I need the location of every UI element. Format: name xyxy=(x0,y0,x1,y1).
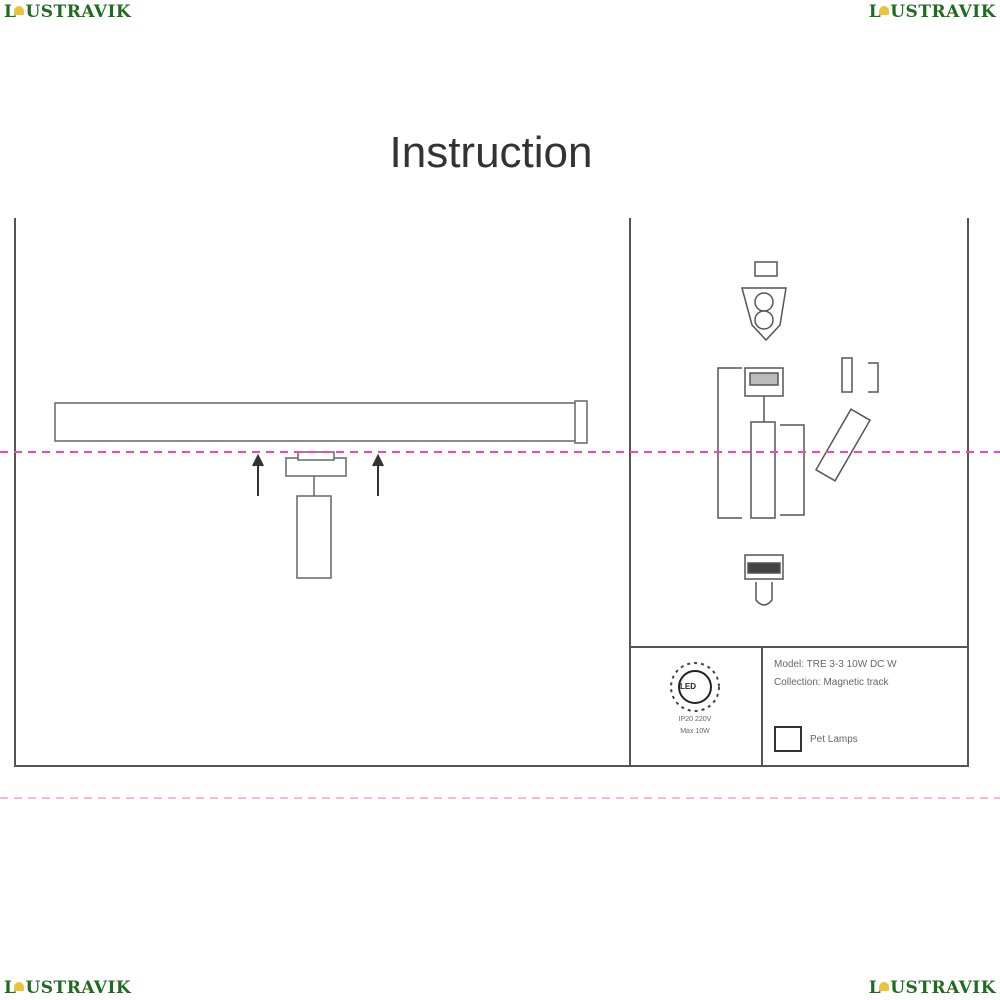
legend-label: Pet Lamps xyxy=(810,734,858,745)
lamp-icon xyxy=(14,5,25,15)
outer-frame xyxy=(14,218,969,767)
exploded-view xyxy=(717,261,879,606)
page-title: Instruction xyxy=(389,128,593,177)
lamp-icon xyxy=(879,981,890,991)
legend-box-icon xyxy=(774,726,802,752)
lamp-icon xyxy=(14,981,25,991)
led-caption: IP20 220V Max 10W xyxy=(678,716,712,735)
led-badge: LED xyxy=(680,682,696,691)
track-assembly xyxy=(54,400,588,579)
lamp-icon xyxy=(879,5,890,15)
arrow-icon xyxy=(252,453,384,496)
model-info: Model: TRE 3-3 10W DC W Collection: Magn… xyxy=(774,659,897,688)
led-icon xyxy=(670,662,720,712)
